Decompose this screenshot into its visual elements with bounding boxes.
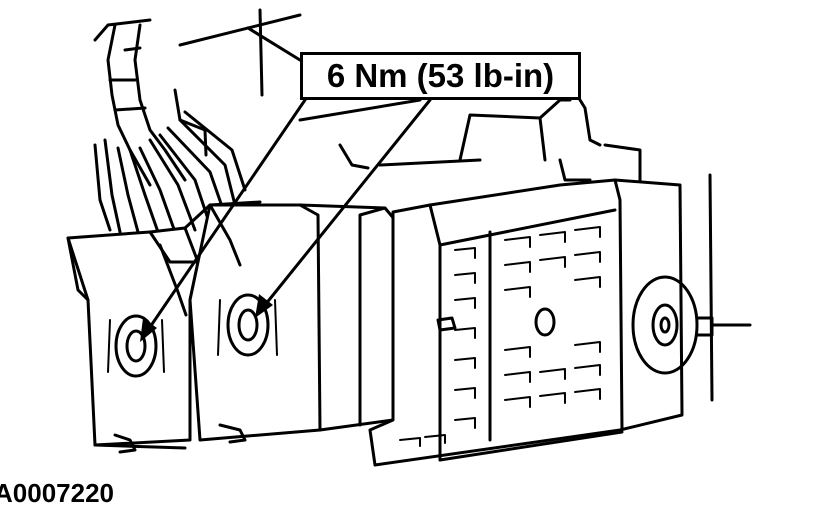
leader-arrow-right: [263, 98, 432, 307]
leader-arrows: [140, 98, 432, 342]
background-structure: [93, 8, 752, 402]
wire-harness: [93, 23, 247, 234]
mounting-boss: [631, 275, 699, 375]
torque-callout: 6 Nm (53 lb-in): [300, 52, 581, 100]
module-housing: [368, 178, 714, 467]
arrowhead-left: [140, 318, 157, 342]
bolt-hole-middle: [226, 293, 270, 357]
leader-arrow-left: [146, 98, 307, 332]
arrowhead-right: [255, 294, 273, 318]
figure-id-label: A0007220: [0, 478, 114, 508]
connector-middle: [188, 203, 397, 444]
bolt-hole-left: [114, 314, 158, 378]
pin-grid: [399, 226, 601, 447]
